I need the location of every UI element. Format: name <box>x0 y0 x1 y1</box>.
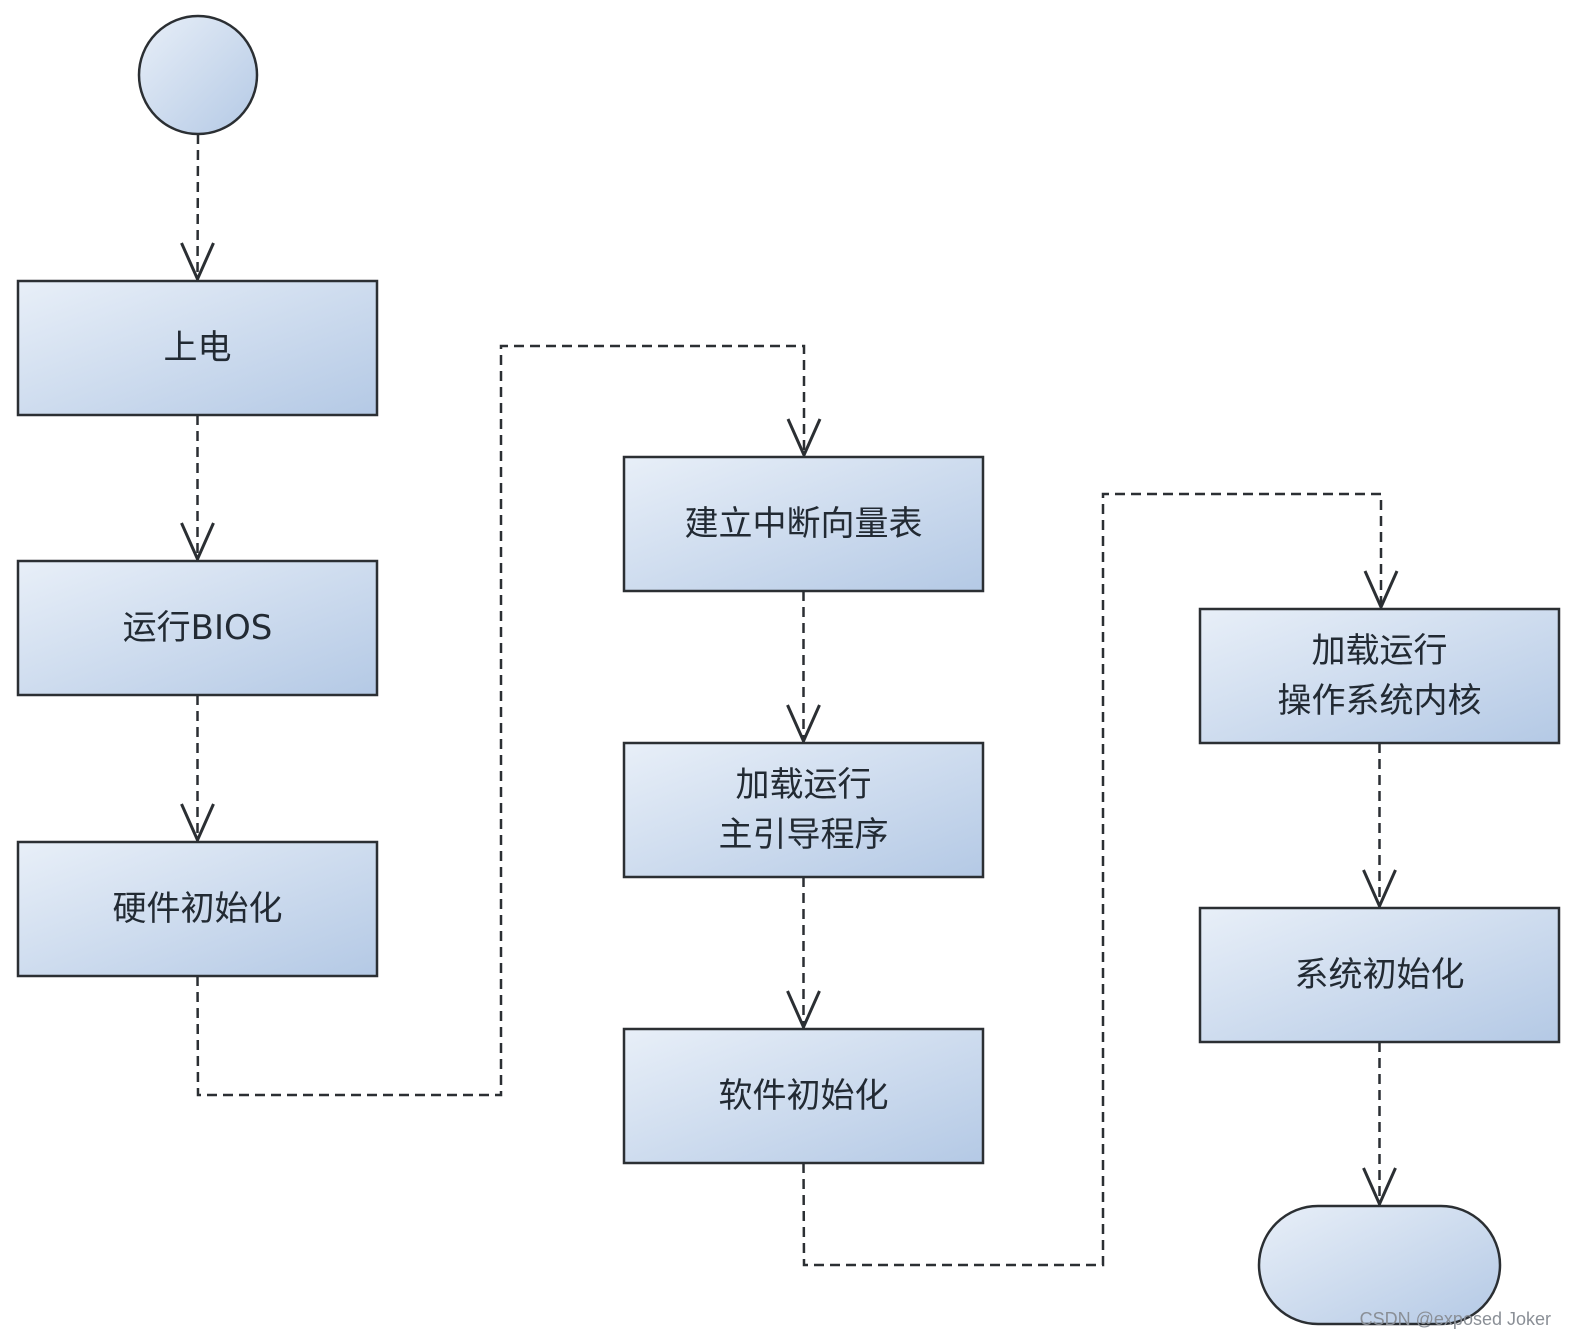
edge-system-init-to-end <box>1362 1042 1397 1208</box>
watermark: CSDN @exposed Joker <box>1359 1309 1551 1329</box>
process-box <box>622 1027 985 1165</box>
process-box <box>16 279 379 417</box>
edge-run-bios-to-hardware-init <box>180 695 215 844</box>
arrowhead-icon <box>1362 869 1397 910</box>
arrowhead-icon <box>1363 570 1399 611</box>
process-box <box>16 840 379 978</box>
node-label: 上电 <box>164 328 232 368</box>
end-node <box>1257 1204 1502 1326</box>
arrowhead-icon <box>180 522 215 563</box>
process-node-power-on: 上电 <box>16 279 379 417</box>
edge-power-on-to-run-bios <box>180 415 215 563</box>
process-node-build-ivt: 建立中断向量表 <box>622 455 985 593</box>
edge-start-to-power-on <box>180 133 215 283</box>
node-label: 加载运行 <box>1312 631 1448 671</box>
process-node-hardware-init: 硬件初始化 <box>16 840 379 978</box>
node-label: 主引导程序 <box>719 815 889 855</box>
node-label: 操作系统内核 <box>1278 681 1482 721</box>
arrowhead-icon <box>1362 1167 1397 1208</box>
node-label: 建立中断向量表 <box>685 504 923 544</box>
edges-layer <box>180 133 1399 1267</box>
process-box <box>16 559 379 697</box>
arrowhead-icon <box>180 803 215 844</box>
process-node-run-bios: 运行BIOS <box>16 559 379 697</box>
process-box <box>1198 906 1561 1044</box>
process-box <box>1198 607 1561 745</box>
connector-line <box>196 344 806 1097</box>
edge-build-ivt-to-load-bootloader <box>786 591 821 745</box>
arrowhead-icon <box>786 990 821 1031</box>
arrowhead-icon <box>180 242 215 283</box>
node-label: 软件初始化 <box>719 1076 889 1116</box>
edge-software-init-to-load-kernel <box>802 492 1399 1267</box>
node-label: 系统初始化 <box>1295 955 1465 995</box>
connector-line <box>802 492 1383 1267</box>
edge-load-kernel-to-system-init <box>1362 743 1397 910</box>
edge-hardware-init-to-build-ivt <box>196 344 822 1097</box>
start-node <box>137 14 259 136</box>
process-node-software-init: 软件初始化 <box>622 1027 985 1165</box>
arrowhead-icon <box>786 704 821 745</box>
process-box <box>622 455 985 593</box>
nodes-layer: 上电运行BIOS硬件初始化建立中断向量表加载运行主引导程序软件初始化加载运行操作… <box>16 14 1561 1326</box>
node-label: 运行BIOS <box>123 608 273 648</box>
arrowhead-icon <box>786 418 822 459</box>
edge-load-bootloader-to-software-init <box>786 877 821 1031</box>
process-box <box>622 741 985 879</box>
process-node-system-init: 系统初始化 <box>1198 906 1561 1044</box>
connector-line <box>196 133 200 282</box>
node-label: 加载运行 <box>736 765 872 805</box>
node-label: 硬件初始化 <box>113 889 283 929</box>
